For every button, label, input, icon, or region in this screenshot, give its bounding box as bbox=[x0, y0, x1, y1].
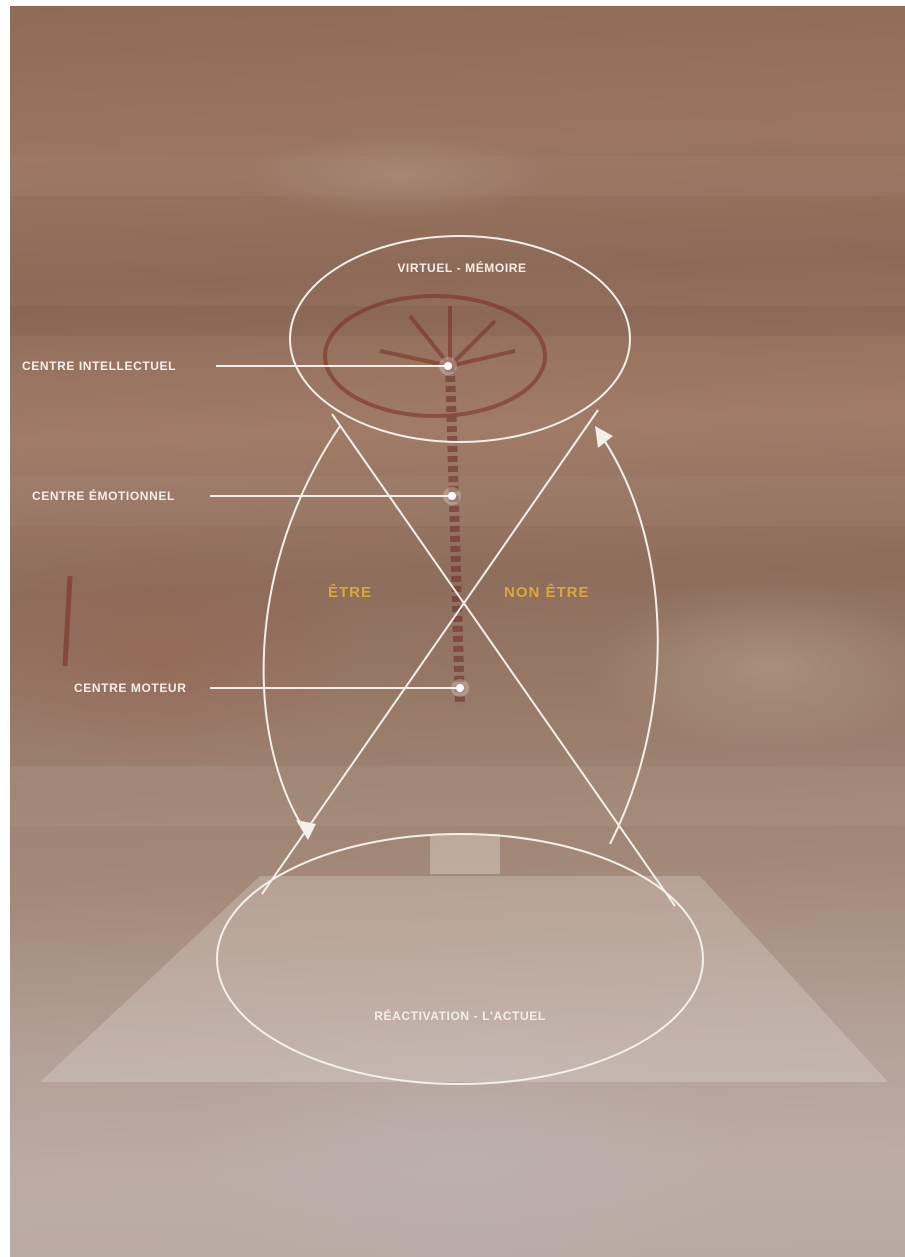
being-diagram bbox=[10, 6, 905, 1257]
dot-moteur bbox=[456, 684, 464, 692]
label-centre-intellectuel: CENTRE INTELLECTUEL bbox=[22, 359, 176, 373]
arrow-down-icon bbox=[296, 820, 316, 840]
label-centre-emotionnel: CENTRE ÉMOTIONNEL bbox=[32, 489, 175, 503]
label-virtuel-memoire: VIRTUEL - MÉMOIRE bbox=[362, 261, 562, 275]
projection-connector bbox=[430, 834, 500, 874]
arrow-up-icon bbox=[595, 426, 613, 448]
non-etre-arc bbox=[600, 434, 658, 844]
dot-intellectuel bbox=[444, 362, 452, 370]
label-reactivation-actuel: RÉACTIVATION - L'ACTUEL bbox=[310, 1009, 610, 1023]
cross-line-left-to-right bbox=[332, 414, 675, 906]
etre-arc bbox=[264, 426, 340, 831]
dot-emotionnel bbox=[448, 492, 456, 500]
projection-trapezoid bbox=[40, 876, 888, 1082]
label-centre-moteur: CENTRE MOTEUR bbox=[74, 681, 186, 695]
label-non-etre: NON ÊTRE bbox=[504, 584, 590, 601]
cross-line-right-to-left bbox=[262, 410, 598, 894]
label-etre: ÊTRE bbox=[328, 584, 372, 601]
rock-photo-background: VIRTUEL - MÉMOIRE CENTRE INTELLECTUEL CE… bbox=[10, 6, 905, 1257]
